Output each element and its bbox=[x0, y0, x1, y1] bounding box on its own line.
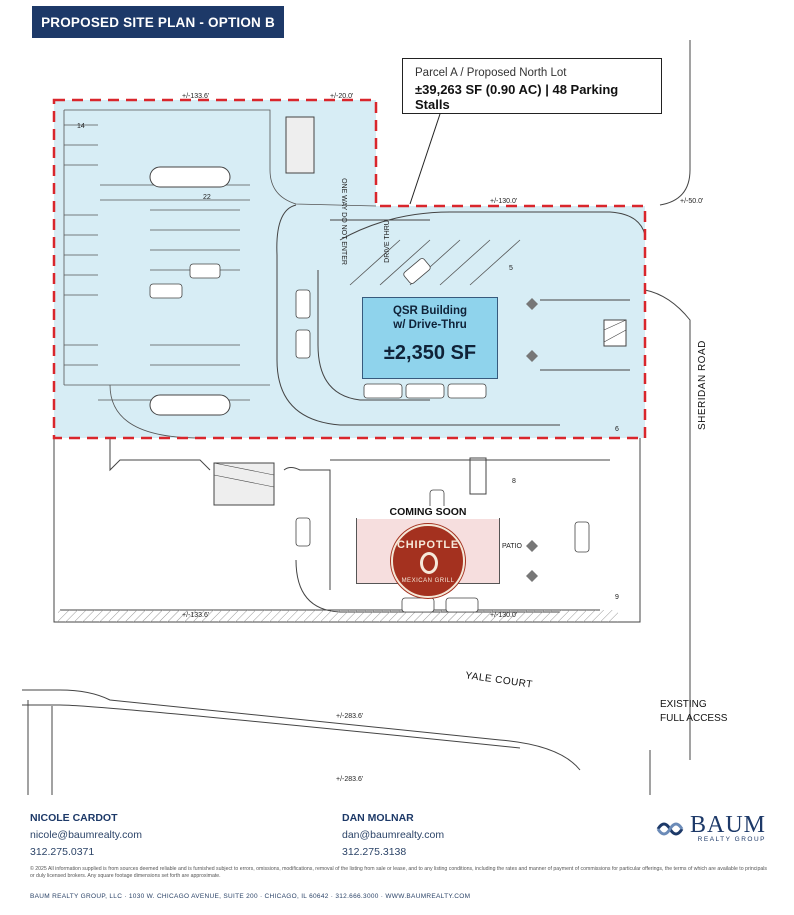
property-boundary bbox=[52, 98, 647, 440]
brand-sub: REALTY GROUP bbox=[697, 836, 766, 843]
contact-1-name: NICOLE CARDOT bbox=[30, 812, 118, 824]
parcel-name: Parcel A / Proposed North Lot bbox=[415, 67, 567, 79]
qsr-label-2: w/ Drive-Thru bbox=[393, 319, 467, 331]
stall-count-22: 22 bbox=[203, 194, 211, 201]
chipotle-logo: CHIPOTLE MEXICAN GRILL bbox=[391, 524, 465, 598]
dim-top-2: +/-20.0' bbox=[330, 93, 354, 100]
access-label-2: FULL ACCESS bbox=[660, 713, 728, 724]
qsr-building: QSR Building w/ Drive-Thru ±2,350 SF bbox=[362, 297, 498, 379]
page-title: PROPOSED SITE PLAN - OPTION B bbox=[32, 6, 284, 38]
south-parcel-outline bbox=[53, 438, 641, 623]
road-label-sheridan: SHERIDAN ROAD bbox=[697, 340, 708, 430]
chipotle-sub: MEXICAN GRILL bbox=[401, 578, 455, 584]
stall-count-9: 9 bbox=[615, 594, 619, 601]
dim-mid-2: +/-130.0' bbox=[490, 612, 518, 619]
stall-count-5: 5 bbox=[509, 265, 513, 272]
qsr-area: ±2,350 SF bbox=[383, 342, 477, 364]
baum-mark-icon bbox=[656, 822, 684, 835]
baum-logo: BAUM REALTY GROUP bbox=[656, 812, 766, 843]
dim-top-1: +/-133.6' bbox=[182, 93, 210, 100]
stall-count-8: 8 bbox=[512, 478, 516, 485]
drive-thru-label: DRIVE THRU bbox=[383, 220, 391, 263]
site-plan-drawing bbox=[22, 40, 691, 795]
contact-2-email[interactable]: dan@baumrealty.com bbox=[342, 829, 445, 841]
contact-2-name: DAN MOLNAR bbox=[342, 812, 414, 824]
one-way-label: ONE WAY DO NOT ENTER bbox=[339, 178, 347, 265]
access-label: EXISTING FULL ACCESS bbox=[660, 698, 727, 726]
chipotle-brand: CHIPOTLE bbox=[396, 539, 459, 551]
dim-bottom-1: +/-283.6' bbox=[336, 713, 364, 720]
contact-1-email[interactable]: nicole@baumrealty.com bbox=[30, 829, 143, 841]
parcel-stats: ±39,263 SF (0.90 AC) | 48 Parking Stalls bbox=[415, 82, 619, 112]
access-label-1: EXISTING bbox=[660, 699, 707, 710]
dim-top-3: +/-130.0' bbox=[490, 198, 518, 205]
parcel-a-area bbox=[54, 100, 645, 438]
contact-2: DAN MOLNAR dan@baumrealty.com 312.275.31… bbox=[342, 810, 444, 861]
stall-count-14: 14 bbox=[77, 123, 85, 130]
dim-top-4: +/-50.0' bbox=[680, 198, 704, 205]
contact-1-phone: 312.275.0371 bbox=[30, 846, 95, 858]
footer: NICOLE CARDOT nicole@baumrealty.com 312.… bbox=[0, 796, 794, 915]
parking-lines bbox=[63, 109, 377, 439]
contact-1: NICOLE CARDOT nicole@baumrealty.com 312.… bbox=[30, 810, 142, 861]
disclaimer: © 2025 All information supplied is from … bbox=[30, 866, 767, 879]
dim-mid: +/-133.6' bbox=[182, 612, 210, 619]
pepper-icon bbox=[420, 552, 438, 574]
dim-bottom-2: +/-283.6' bbox=[336, 776, 364, 783]
contact-2-phone: 312.275.3138 bbox=[342, 846, 407, 858]
footer-address: BAUM REALTY GROUP, LLC · 1030 W. CHICAGO… bbox=[30, 893, 471, 900]
coming-soon-label: COMING SOON bbox=[357, 506, 499, 519]
brand-name: BAUM bbox=[689, 812, 766, 838]
qsr-label-1: QSR Building bbox=[392, 305, 468, 317]
parcel-callout: Parcel A / Proposed North Lot ±39,263 SF… bbox=[402, 58, 662, 114]
stall-count-6: 6 bbox=[615, 426, 619, 433]
patio-label: PATIO bbox=[502, 543, 522, 550]
